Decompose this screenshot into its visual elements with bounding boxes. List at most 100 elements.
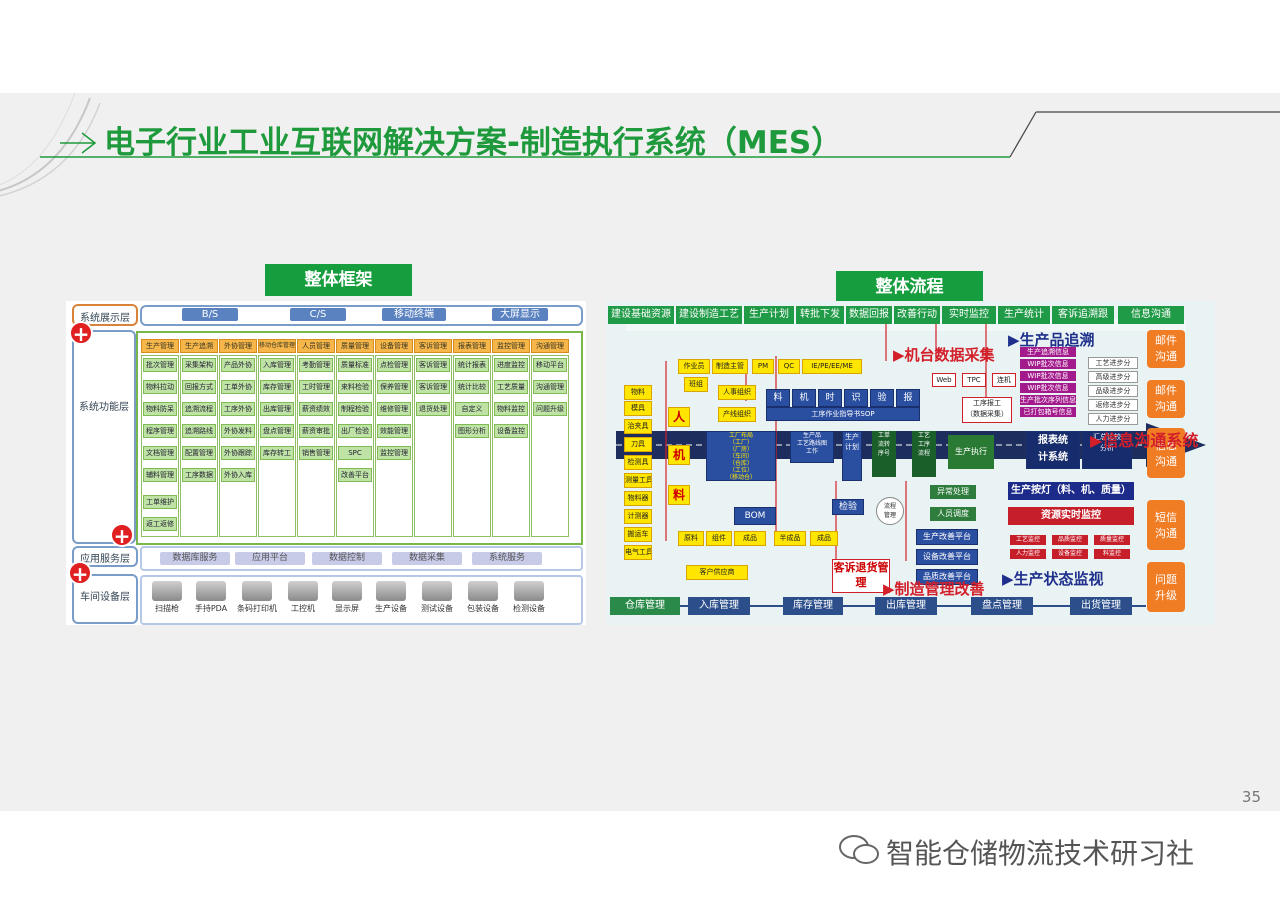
factor-box: 时 bbox=[818, 389, 842, 407]
tab-shipping[interactable]: 出货管理 bbox=[1070, 597, 1132, 615]
module-item[interactable]: 沟通管理 bbox=[533, 380, 567, 394]
module-item[interactable]: 外协跟踪 bbox=[221, 446, 255, 460]
tab-production-stats[interactable]: 生产统计 bbox=[998, 306, 1050, 324]
module-item[interactable]: 自定义 bbox=[455, 402, 489, 416]
module-item[interactable]: 文档管理 bbox=[143, 446, 177, 460]
module-item[interactable]: 退货处理 bbox=[416, 402, 450, 416]
module-item[interactable]: 出库管理 bbox=[260, 402, 294, 416]
tab-realtime-monitor[interactable]: 实时监控 bbox=[942, 306, 996, 324]
module-item[interactable]: 辅料管理 bbox=[143, 468, 177, 482]
module-item[interactable]: 进度监控 bbox=[494, 358, 528, 372]
module-item[interactable]: 质量标准 bbox=[338, 358, 372, 372]
tab-production-plan[interactable]: 生产计划 bbox=[744, 306, 794, 324]
module-item[interactable]: 工单维护 bbox=[143, 495, 177, 509]
module-item[interactable]: 点检管理 bbox=[377, 358, 411, 372]
module-header[interactable]: 生产追溯 bbox=[180, 339, 218, 353]
module-item[interactable]: 物料拉动 bbox=[143, 380, 177, 394]
tab-process-design[interactable]: 建设制造工艺 bbox=[676, 306, 742, 324]
module-item[interactable]: 客诉管理 bbox=[416, 380, 450, 394]
module-item[interactable]: 考勤管理 bbox=[299, 358, 333, 372]
tab-outbound[interactable]: 出库管理 bbox=[875, 597, 937, 615]
module-header[interactable]: 设备管理 bbox=[375, 339, 413, 353]
module-header[interactable]: 人员管理 bbox=[297, 339, 335, 353]
service-data-collect[interactable]: 数据采集 bbox=[392, 552, 462, 565]
tab-inbound[interactable]: 入库管理 bbox=[688, 597, 750, 615]
module-item[interactable]: 物料监控 bbox=[494, 402, 528, 416]
tab-warehouse[interactable]: 仓库管理 bbox=[610, 597, 680, 615]
module-item[interactable]: 保养管理 bbox=[377, 380, 411, 394]
module-header[interactable]: 沟通管理 bbox=[531, 339, 569, 353]
module-header[interactable]: 生产管理 bbox=[141, 339, 179, 353]
module-header[interactable]: 报表管理 bbox=[453, 339, 491, 353]
module-item[interactable]: 维修管理 bbox=[377, 402, 411, 416]
module-item[interactable]: 统计比较 bbox=[455, 380, 489, 394]
module-item[interactable]: 盘点管理 bbox=[260, 424, 294, 438]
tab-info-comm[interactable]: 信息沟通 bbox=[1118, 306, 1184, 324]
watermark: 智能仓储物流技术研习社 bbox=[886, 837, 1195, 870]
module-item[interactable]: 返工返修 bbox=[143, 517, 177, 531]
module-header[interactable]: 监控管理 bbox=[492, 339, 530, 353]
module-item[interactable]: 改善平台 bbox=[338, 468, 372, 482]
module-item[interactable]: 物料防呆 bbox=[143, 402, 177, 416]
module-header[interactable]: 移动仓库管理 bbox=[258, 339, 296, 353]
title-underline bbox=[40, 111, 1280, 158]
module-item[interactable]: 外协发料 bbox=[221, 424, 255, 438]
module-item[interactable]: 工艺质量 bbox=[494, 380, 528, 394]
module-item[interactable]: 追溯流程 bbox=[182, 402, 216, 416]
module-item[interactable]: 销售管理 bbox=[299, 446, 333, 460]
module-item[interactable]: 监控管理 bbox=[377, 446, 411, 460]
tab-inventory[interactable]: 库存管理 bbox=[783, 597, 843, 615]
module-item[interactable]: 工序外协 bbox=[221, 402, 255, 416]
module-item[interactable]: SPC bbox=[338, 446, 372, 460]
tab-base-resources[interactable]: 建设基础资源 bbox=[608, 306, 674, 324]
module-item[interactable]: 图形分析 bbox=[455, 424, 489, 438]
service-system[interactable]: 系统服务 bbox=[472, 552, 542, 565]
module-item[interactable]: 效能管理 bbox=[377, 424, 411, 438]
service-platform[interactable]: 应用平台 bbox=[235, 552, 305, 565]
module-item[interactable]: 产品外协 bbox=[221, 358, 255, 372]
org-box: 人事组织 bbox=[718, 385, 756, 400]
tab-bs[interactable]: B/S bbox=[182, 308, 238, 321]
tab-improvement[interactable]: 改善行动 bbox=[894, 306, 940, 324]
module-item[interactable]: 库存转工 bbox=[260, 446, 294, 460]
module-header[interactable]: 客诉管理 bbox=[414, 339, 452, 353]
module-item[interactable]: 出厂检验 bbox=[338, 424, 372, 438]
module-item[interactable]: 配置管理 bbox=[182, 446, 216, 460]
module-item[interactable]: 工时管理 bbox=[299, 380, 333, 394]
tab-data-report[interactable]: 数据回报 bbox=[846, 306, 892, 324]
module-header[interactable]: 外协管理 bbox=[219, 339, 257, 353]
tab-dispatch[interactable]: 转批下发 bbox=[796, 306, 844, 324]
tab-cs[interactable]: C/S bbox=[290, 308, 346, 321]
role-box: 制造主管 bbox=[712, 359, 748, 374]
tab-stocktake[interactable]: 盘点管理 bbox=[971, 597, 1033, 615]
module-item[interactable]: 问题升级 bbox=[533, 402, 567, 416]
module-item[interactable]: 设备监控 bbox=[494, 424, 528, 438]
module-item[interactable]: 追溯路线 bbox=[182, 424, 216, 438]
monitor-box: 质量监控 bbox=[1094, 535, 1130, 545]
module-item[interactable]: 薪资审批 bbox=[299, 424, 333, 438]
module-item[interactable]: 批次管理 bbox=[143, 358, 177, 372]
module-item[interactable]: 制程检验 bbox=[338, 402, 372, 416]
tab-mobile[interactable]: 移动终端 bbox=[382, 308, 446, 321]
side-box-sms: 短信 沟通 bbox=[1147, 500, 1185, 550]
trace-info: 已打包箱号信息 bbox=[1020, 407, 1076, 417]
module-item[interactable]: 入库管理 bbox=[260, 358, 294, 372]
module-item[interactable]: 来料检验 bbox=[338, 380, 372, 394]
module-header[interactable]: 质量管理 bbox=[336, 339, 374, 353]
service-data-control[interactable]: 数据控制 bbox=[312, 552, 382, 565]
module-item[interactable]: 客诉管理 bbox=[416, 358, 450, 372]
module-item[interactable]: 采集架构 bbox=[182, 358, 216, 372]
module-item[interactable]: 程序管理 bbox=[143, 424, 177, 438]
module-item[interactable]: 工单外协 bbox=[221, 380, 255, 394]
module-item[interactable]: 外协入库 bbox=[221, 468, 255, 482]
module-item[interactable]: 薪资绩效 bbox=[299, 402, 333, 416]
module-item[interactable]: 库存管理 bbox=[260, 380, 294, 394]
module-item[interactable]: 工序数据 bbox=[182, 468, 216, 482]
service-database[interactable]: 数据库服务 bbox=[160, 552, 230, 565]
module-item[interactable]: 统计报表 bbox=[455, 358, 489, 372]
tab-complaint-trace[interactable]: 客诉追溯跟 bbox=[1052, 306, 1114, 324]
tab-bigscreen[interactable]: 大屏显示 bbox=[492, 308, 548, 321]
module-item[interactable]: 移动平台 bbox=[533, 358, 567, 372]
module-item[interactable]: 回报方式 bbox=[182, 380, 216, 394]
material-box: 成品 bbox=[734, 531, 766, 546]
